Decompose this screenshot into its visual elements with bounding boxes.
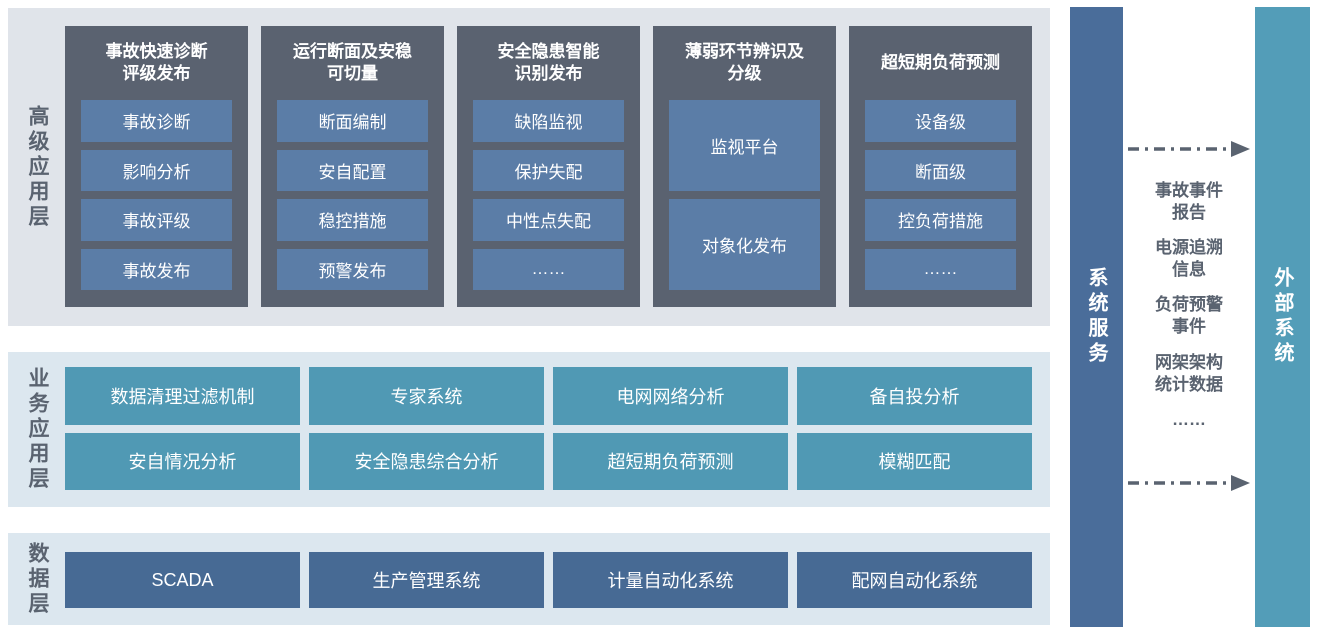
panel-items: 监视平台 对象化发布 [669, 100, 820, 290]
panel-item: 设备级 [865, 100, 1016, 142]
panel-load-forecast: 超短期负荷预测 设备级 断面级 控负荷措施 …… [849, 26, 1032, 307]
panel-item: 预警发布 [277, 248, 428, 290]
data-item: 配网自动化系统 [797, 552, 1032, 608]
advanced-panels: 事故快速诊断 评级发布 事故诊断 影响分析 事故评级 事故发布 运行断面及安稳 … [65, 26, 1032, 307]
panel-items: 设备级 断面级 控负荷措施 …… [865, 100, 1016, 290]
panel-item: 监视平台 [669, 100, 820, 191]
service-item: 事故事件 报告 [1155, 181, 1223, 223]
service-item: 负荷预警 事件 [1155, 295, 1223, 337]
business-item: 专家系统 [309, 367, 544, 425]
service-item: 电源追溯 信息 [1155, 238, 1223, 280]
panel-accident-diagnosis: 事故快速诊断 评级发布 事故诊断 影响分析 事故评级 事故发布 [65, 26, 248, 307]
ellipsis-text: …… [1172, 409, 1206, 429]
business-layer-label: 业务应用层 [26, 367, 49, 492]
panel-operation-section: 运行断面及安稳 可切量 断面编制 安自配置 稳控措施 预警发布 [261, 26, 444, 307]
service-items-list: 事故事件 报告 电源追溯 信息 负荷预警 事件 网架架构 统计数据 …… [1123, 180, 1255, 431]
system-services-bar: 系统服务 [1070, 7, 1123, 627]
business-item: 电网网络分析 [553, 367, 788, 425]
data-layer-band: 数据层 SCADA 生产管理系统 计量自动化系统 配网自动化系统 [8, 533, 1050, 625]
panel-item: 事故发布 [81, 248, 232, 290]
panel-item: 事故评级 [81, 199, 232, 241]
data-layer-label: 数据层 [26, 541, 49, 617]
panel-item: 稳控措施 [277, 199, 428, 241]
business-item: 模糊匹配 [797, 432, 1032, 490]
dash-dot-arrow-right-icon [1123, 140, 1255, 158]
data-item: 生产管理系统 [309, 552, 544, 608]
panel-item: 中性点失配 [473, 199, 624, 241]
business-application-layer-band: 业务应用层 数据清理过滤机制 专家系统 电网网络分析 备自投分析 安自情况分析 … [8, 352, 1050, 507]
advanced-layer-label: 高级应用层 [26, 104, 49, 230]
panel-items: 缺陷监视 保护失配 中性点失配 …… [473, 100, 624, 290]
external-systems-bar: 外部系统 [1255, 7, 1310, 627]
data-grid: SCADA 生产管理系统 计量自动化系统 配网自动化系统 [65, 552, 1032, 608]
panel-item: …… [473, 248, 624, 290]
panel-item: 保护失配 [473, 149, 624, 191]
panel-item: 影响分析 [81, 149, 232, 191]
data-item: 计量自动化系统 [553, 552, 788, 608]
advanced-application-layer-band: 高级应用层 事故快速诊断 评级发布 事故诊断 影响分析 事故评级 事故发布 运行… [8, 8, 1050, 326]
business-item: 数据清理过滤机制 [65, 367, 300, 425]
panel-item: …… [865, 248, 1016, 290]
panel-title: 安全隐患智能 识别发布 [497, 41, 600, 83]
panel-item: 事故诊断 [81, 100, 232, 142]
panel-title: 超短期负荷预测 [881, 52, 1000, 72]
panel-item: 控负荷措施 [865, 199, 1016, 241]
panel-items: 事故诊断 影响分析 事故评级 事故发布 [81, 100, 232, 290]
panel-title: 薄弱环节辨识及 分级 [685, 41, 804, 83]
panel-item: 缺陷监视 [473, 100, 624, 142]
panel-title: 运行断面及安稳 可切量 [293, 41, 412, 83]
panel-items: 断面编制 安自配置 稳控措施 预警发布 [277, 100, 428, 290]
business-item: 安自情况分析 [65, 432, 300, 490]
data-item: SCADA [65, 552, 300, 608]
panel-hidden-danger: 安全隐患智能 识别发布 缺陷监视 保护失配 中性点失配 …… [457, 26, 640, 307]
business-item: 超短期负荷预测 [553, 432, 788, 490]
dash-dot-arrow-right-icon [1123, 474, 1255, 492]
panel-weak-link: 薄弱环节辨识及 分级 监视平台 对象化发布 [653, 26, 836, 307]
service-item: 网架架构 统计数据 [1155, 352, 1223, 394]
panel-item: 断面编制 [277, 100, 428, 142]
panel-item: 安自配置 [277, 149, 428, 191]
panel-item: 断面级 [865, 149, 1016, 191]
panel-title: 事故快速诊断 评级发布 [105, 41, 208, 83]
business-item: 备自投分析 [797, 367, 1032, 425]
business-item: 安全隐患综合分析 [309, 432, 544, 490]
business-grid: 数据清理过滤机制 专家系统 电网网络分析 备自投分析 安自情况分析 安全隐患综合… [65, 367, 1032, 490]
panel-item: 对象化发布 [669, 199, 820, 290]
